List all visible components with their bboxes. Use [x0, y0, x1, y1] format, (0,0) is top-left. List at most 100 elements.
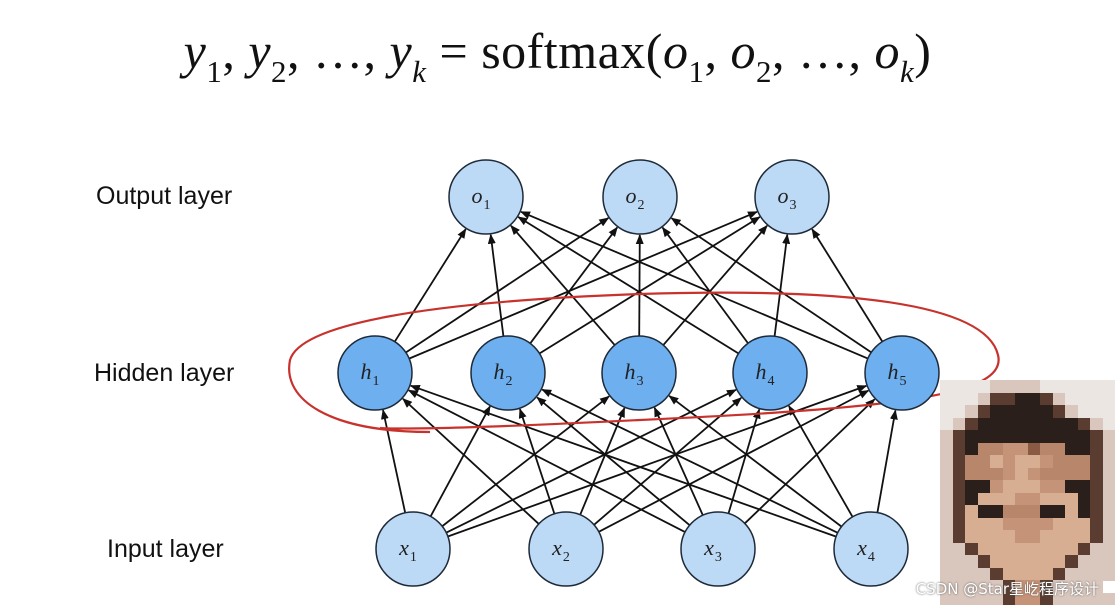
hidden-layer-label: Hidden layer	[94, 359, 235, 387]
node-x1: x1	[375, 511, 451, 587]
node-h3-circle	[601, 335, 677, 411]
mosaic-tile	[990, 542, 1003, 556]
mosaic-tile	[940, 480, 953, 493]
mosaic-tile	[1102, 492, 1115, 506]
output-layer-label: Output layer	[96, 182, 233, 210]
mosaic-tile	[1015, 592, 1028, 605]
mosaic-tile	[1040, 492, 1053, 506]
mosaic-tile	[1052, 430, 1066, 443]
watermark: CSDN @Star星屹程序设计	[915, 580, 1099, 598]
hidden-layer-circled-annotation	[288, 291, 1000, 434]
mosaic-tile	[1065, 492, 1078, 506]
mosaic-tile	[1052, 517, 1066, 531]
node-x3: x3	[680, 511, 756, 587]
webcam-overlay-pixelated	[940, 380, 1115, 605]
mosaic-tile	[1052, 405, 1066, 418]
mosaic-tile	[1102, 542, 1115, 556]
mosaic-tile	[1077, 567, 1091, 581]
mosaic-tile	[990, 517, 1003, 531]
mosaic-tile	[965, 592, 978, 605]
mosaic-tile	[965, 505, 978, 518]
mosaic-tile	[940, 405, 953, 418]
mosaic-tile	[1077, 405, 1091, 418]
mosaic-tile	[1052, 480, 1066, 493]
node-h5-label: h5	[888, 359, 907, 389]
mosaic-tile	[1015, 380, 1028, 393]
node-h1-circle	[337, 335, 413, 411]
mosaic-tile	[1090, 505, 1103, 518]
mosaic-tile	[952, 542, 966, 556]
mosaic-tile	[1002, 505, 1016, 518]
edge-x4-h5	[876, 409, 898, 513]
mosaic-tile	[1065, 580, 1078, 593]
node-h3-label: h3	[625, 359, 644, 389]
mosaic-tile	[1077, 530, 1091, 543]
node-h2: h2	[470, 335, 546, 411]
mosaic-tile	[1077, 555, 1091, 568]
mosaic-tile	[940, 492, 953, 506]
mosaic-tile	[1052, 592, 1066, 605]
mosaic-tile	[1077, 505, 1091, 518]
mosaic-tile	[940, 505, 953, 518]
node-x3-circle	[680, 511, 756, 587]
mosaic-tile	[1040, 392, 1053, 406]
mosaic-tile	[1090, 380, 1103, 393]
mosaic-tile	[1015, 567, 1028, 581]
edge-h3-o1	[510, 224, 616, 346]
mosaic-tile	[965, 467, 978, 481]
mosaic-tile	[1015, 455, 1028, 468]
edge-x2-h4	[593, 397, 742, 526]
edge-x1-h2	[429, 405, 491, 517]
edge-x3-h4	[727, 408, 761, 514]
mosaic-tile	[1040, 592, 1053, 605]
mosaic-tile	[1002, 580, 1016, 593]
mosaic-tile	[1052, 392, 1066, 406]
mosaic-tile	[1052, 455, 1066, 468]
node-x4: x4	[833, 511, 909, 587]
mosaic-tile	[1027, 567, 1041, 581]
mosaic-tile	[1102, 405, 1115, 418]
mosaic-tile	[1090, 555, 1103, 568]
mosaic-tile	[1077, 380, 1091, 393]
mosaic-tile	[965, 492, 978, 506]
mosaic-tile	[1015, 580, 1028, 593]
mosaic-tile	[1027, 480, 1041, 493]
edge-h4-o2	[661, 226, 749, 344]
node-x4-label: x4	[856, 535, 875, 565]
mosaic-tile	[990, 580, 1003, 593]
mosaic-tile	[1052, 567, 1066, 581]
mosaic-tile	[1040, 517, 1053, 531]
mosaic-tile	[1027, 555, 1041, 568]
mosaic-tile	[1040, 430, 1053, 443]
mosaic-tile	[977, 530, 991, 543]
edge-x3-h3	[653, 406, 704, 516]
mosaic-tile	[1052, 542, 1066, 556]
mosaic-tile	[1015, 530, 1028, 543]
mosaic-tile	[952, 455, 966, 468]
node-x1-label: x1	[398, 535, 417, 565]
node-h4: h4	[732, 335, 808, 411]
mosaic-tile	[1015, 555, 1028, 568]
mosaic-tile	[1040, 580, 1053, 593]
mosaic-tile	[1027, 492, 1041, 506]
mosaic-tile	[1065, 530, 1078, 543]
node-h2-circle	[470, 335, 546, 411]
mosaic-tile	[1090, 480, 1103, 493]
mosaic-tile	[990, 592, 1003, 605]
mosaic-tile	[965, 580, 978, 593]
mosaic-tile	[977, 542, 991, 556]
node-h2-label: h2	[494, 359, 513, 389]
mosaic-tile	[965, 442, 978, 456]
mosaic-tile	[1040, 567, 1053, 581]
mosaic-tile	[977, 430, 991, 443]
mosaic-tile	[1040, 442, 1053, 456]
mosaic-tile	[1002, 542, 1016, 556]
node-h4-circle	[732, 335, 808, 411]
mosaic-tile	[977, 380, 991, 393]
mosaic-tile	[1052, 380, 1066, 393]
mosaic-tile	[1065, 542, 1078, 556]
node-o2-label: o2	[626, 183, 645, 213]
mosaic-tile	[1027, 442, 1041, 456]
mosaic-tile	[977, 480, 991, 493]
edge-x1-h4	[445, 388, 737, 534]
